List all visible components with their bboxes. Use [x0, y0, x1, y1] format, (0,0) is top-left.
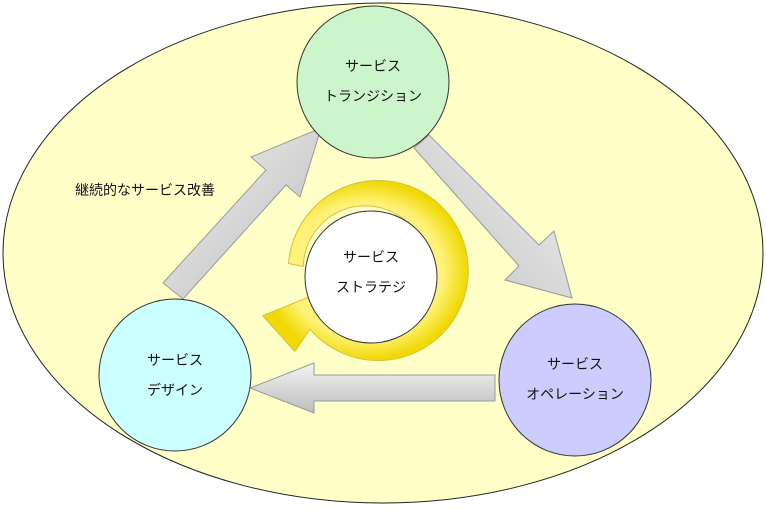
node-service-operation	[498, 303, 652, 457]
strategy-label: サービス ストラテジ	[301, 243, 441, 303]
design-label: サービス デザイン	[105, 346, 245, 406]
arrow-operation-to-design	[248, 362, 496, 414]
arrow-transition-to-operation	[413, 134, 573, 299]
design-label-line1: サービス	[147, 353, 203, 369]
node-service-strategy	[304, 210, 438, 344]
arrow-design-to-transition	[162, 127, 322, 300]
transition-label-line2: トランジション	[324, 89, 422, 105]
design-label-line2: デザイン	[147, 383, 203, 399]
operation-label-line2: オペレーション	[526, 387, 624, 403]
operation-label-line1: サービス	[547, 357, 603, 373]
operation-label: サービス オペレーション	[505, 350, 645, 410]
strategy-label-line2: ストラテジ	[336, 280, 406, 296]
continual-service-improvement-label: 継続的なサービス改善	[75, 183, 215, 199]
transition-label-line1: サービス	[345, 59, 401, 75]
transition-label: サービス トランジション	[303, 52, 443, 112]
node-service-transition	[296, 5, 450, 159]
node-service-design	[98, 298, 252, 452]
strategy-label-line1: サービス	[343, 250, 399, 266]
